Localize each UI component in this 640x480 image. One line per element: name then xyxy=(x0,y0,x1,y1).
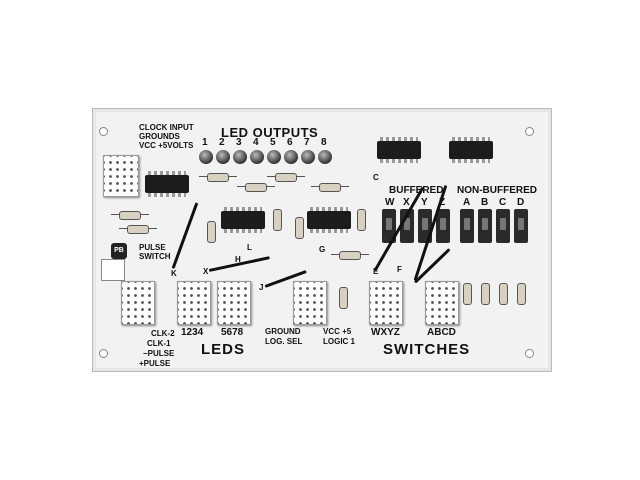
wire-letter-k: K xyxy=(171,269,177,278)
resistor xyxy=(517,283,526,305)
wire-letter-f: F xyxy=(397,265,402,274)
led-number-2: 2 xyxy=(219,137,225,148)
leds-5678-terminal-block[interactable] xyxy=(217,281,251,325)
mounting-hole xyxy=(525,127,534,136)
switches-title: SWITCHES xyxy=(383,341,471,358)
pulse-switch-label-line1: PULSE xyxy=(139,243,166,252)
resistor xyxy=(207,221,216,243)
clk1-label: CLK-1 xyxy=(147,339,171,348)
resistor xyxy=(311,183,349,192)
led-number-3: 3 xyxy=(236,137,242,148)
logic-trainer-board: CLOCK INPUT GROUNDS VCC +5VOLTS LED OUTP… xyxy=(92,108,552,372)
switch-letter-d: D xyxy=(517,197,525,208)
wire-letter-e: E xyxy=(373,267,379,276)
resistor xyxy=(199,173,237,182)
wxyz-terminal-block[interactable] xyxy=(369,281,403,325)
push-button-cap[interactable] xyxy=(101,259,125,281)
jumper-wire xyxy=(171,202,199,270)
led-number-5: 5 xyxy=(270,137,276,148)
resistor xyxy=(237,183,275,192)
wire-letter-l: L xyxy=(247,243,252,252)
switch-letter-c: C xyxy=(499,197,507,208)
resistor xyxy=(499,283,508,305)
switch-letter-x: X xyxy=(403,197,410,208)
toggle-switch-d[interactable] xyxy=(514,209,528,243)
led-4 xyxy=(250,150,264,164)
led-outputs-title: LED OUTPUTS xyxy=(221,125,319,140)
resistor xyxy=(267,173,305,182)
led-5 xyxy=(267,150,281,164)
clk2-label: CLK-2 xyxy=(151,329,175,338)
ic-chip xyxy=(145,171,189,197)
switch-letter-y: Y xyxy=(421,197,428,208)
wire-letter-c: C xyxy=(373,173,379,182)
led-3 xyxy=(233,150,247,164)
led-number-7: 7 xyxy=(304,137,310,148)
ic-chip xyxy=(221,207,265,233)
ground-label: GROUND xyxy=(265,327,301,336)
clock-pulse-terminal-block[interactable] xyxy=(121,281,155,325)
clock-input-label: CLOCK INPUT xyxy=(139,123,194,132)
led-2 xyxy=(216,150,230,164)
grounds-label: GROUNDS xyxy=(139,132,180,141)
wire-letter-x: X xyxy=(203,267,209,276)
led-number-4: 4 xyxy=(253,137,259,148)
switch-letter-z: Z xyxy=(439,197,446,208)
resistor xyxy=(111,211,149,220)
resistor xyxy=(295,217,304,239)
led-number-1: 1 xyxy=(202,137,208,148)
resistor xyxy=(273,209,282,231)
resistor xyxy=(339,287,348,309)
input-terminal-block[interactable] xyxy=(103,155,139,197)
ic-chip xyxy=(377,137,421,163)
resistor xyxy=(119,225,157,234)
resistor xyxy=(331,251,369,260)
wire-letter-h: H xyxy=(235,255,241,264)
mounting-hole xyxy=(99,127,108,136)
toggle-switch-b[interactable] xyxy=(478,209,492,243)
led-7 xyxy=(301,150,315,164)
switch-letter-w: W xyxy=(385,197,395,208)
led-6 xyxy=(284,150,298,164)
leds-1234-label: 1234 xyxy=(181,327,204,338)
logic-terminal-block[interactable] xyxy=(293,281,327,325)
led-number-8: 8 xyxy=(321,137,327,148)
leds-1234-terminal-block[interactable] xyxy=(177,281,211,325)
wire-letter-g: G xyxy=(319,245,326,254)
wxyz-label: WXYZ xyxy=(371,327,400,338)
led-8 xyxy=(318,150,332,164)
leds-5678-label: 5678 xyxy=(221,327,244,338)
abcd-label: ABCD xyxy=(427,327,456,338)
ic-chip xyxy=(307,207,351,233)
vcc5-label: VCC +5 xyxy=(323,327,352,336)
wire-letter-j: J xyxy=(259,283,264,292)
pulse-switch-label-line2: SWITCH xyxy=(139,252,171,261)
pulse-neg-label: −PULSE xyxy=(143,349,175,358)
toggle-switch-z[interactable] xyxy=(436,209,450,243)
switch-letter-a: A xyxy=(463,197,471,208)
ic-chip xyxy=(449,137,493,163)
toggle-switch-c[interactable] xyxy=(496,209,510,243)
vcc-label: VCC +5VOLTS xyxy=(139,141,194,150)
logic1-label: LOGIC 1 xyxy=(323,337,356,346)
switch-letter-b: B xyxy=(481,197,489,208)
resistor xyxy=(357,209,366,231)
buffered-label: BUFFERED xyxy=(389,185,444,196)
log-sel-label: LOG. SEL xyxy=(265,337,303,346)
pulse-pos-label: +PULSE xyxy=(139,359,171,368)
resistor xyxy=(481,283,490,305)
pulse-button[interactable]: PB xyxy=(111,243,127,259)
abcd-terminal-block[interactable] xyxy=(425,281,459,325)
mounting-hole xyxy=(525,349,534,358)
resistor xyxy=(463,283,472,305)
led-1 xyxy=(199,150,213,164)
led-number-6: 6 xyxy=(287,137,293,148)
leds-title: LEDS xyxy=(201,341,246,358)
non-buffered-label: NON-BUFFERED xyxy=(457,185,537,196)
mounting-hole xyxy=(99,349,108,358)
toggle-switch-a[interactable] xyxy=(460,209,474,243)
